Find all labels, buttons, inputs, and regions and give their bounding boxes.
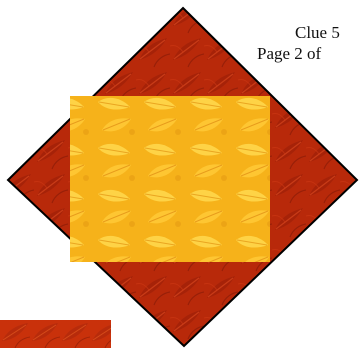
block-center-square bbox=[70, 96, 270, 262]
clue-title: Clue 5 bbox=[257, 22, 360, 43]
fabric-strip-image bbox=[0, 320, 111, 348]
clue-label: Clue 5 Page 2 of bbox=[257, 22, 360, 64]
clue-page-label: Page 2 of bbox=[257, 43, 360, 64]
